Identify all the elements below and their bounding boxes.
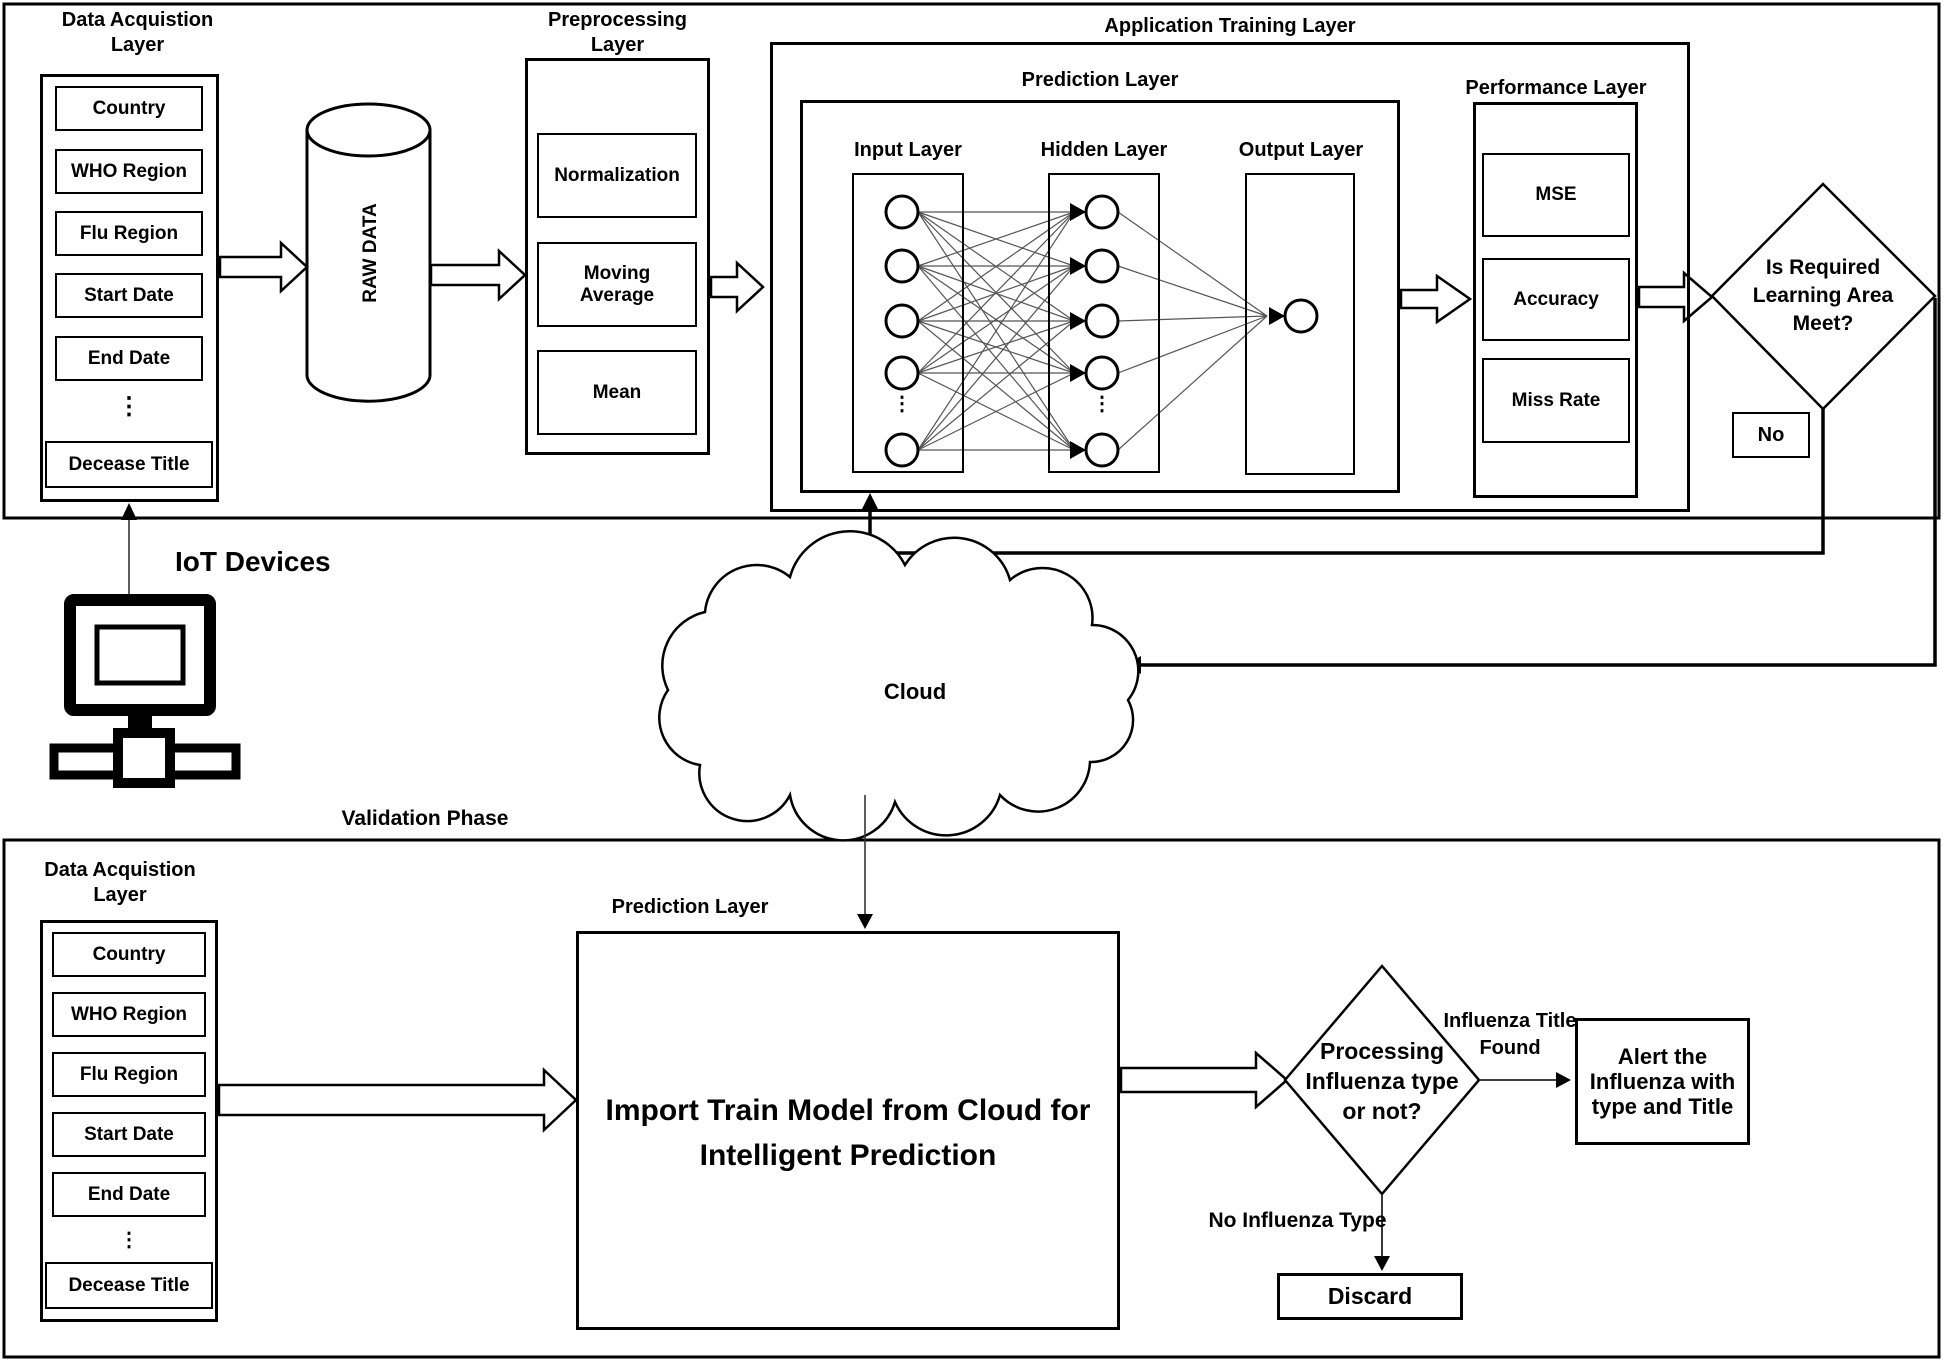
field-end-date-training: End Date — [55, 336, 203, 381]
field-flu-region-validation: Flu Region — [52, 1052, 206, 1097]
output-layer-title: Output Layer — [1238, 139, 1364, 161]
prediction-layer-title-training: Prediction Layer — [1021, 69, 1179, 91]
prediction-layer-title-validation: Prediction Layer — [611, 896, 769, 918]
preprocessing-title: Preprocessing Layer — [548, 9, 687, 56]
learning-decision-diamond — [1710, 182, 1937, 411]
validation-phase-frame — [2, 838, 1941, 1359]
prediction-layer-box-validation — [576, 931, 1120, 1330]
field-start-date-training: Start Date — [55, 273, 203, 318]
field-who-region-validation: WHO Region — [52, 992, 206, 1037]
preprocessing-moving-average: Moving Average — [537, 242, 697, 327]
field-decease-title-training: Decease Title — [45, 441, 213, 488]
arrow-performance-to-decision — [1637, 270, 1714, 324]
output-layer-box — [1245, 173, 1355, 475]
no-label-box: No — [1732, 412, 1810, 458]
ellipsis-training: ⋮ — [117, 393, 141, 420]
input-layer-ellipsis: ⋮ — [892, 393, 912, 415]
field-end-date-validation: End Date — [52, 1172, 206, 1217]
input-layer-nodes — [884, 194, 920, 468]
hidden-node-arrowheads — [1070, 203, 1086, 459]
arrow-dataacq-to-prediction-validation — [217, 1067, 578, 1133]
alert-influenza-box: Alert the Influenza with type and Title — [1575, 1018, 1750, 1145]
output-layer-node — [1283, 298, 1319, 334]
data-acquisition-container-validation — [40, 920, 218, 1322]
performance-miss-rate: Miss Rate — [1482, 358, 1630, 443]
performance-layer-title: Performance Layer — [1465, 77, 1647, 99]
preprocessing-normalization: Normalization — [537, 133, 697, 218]
cloud-to-prediction-path — [857, 795, 873, 929]
influenza-title-found-label: Influenza Title Found — [1443, 1010, 1577, 1059]
cloud-label: Cloud — [883, 679, 947, 704]
iot-computer-icon — [49, 503, 241, 788]
output-node-arrowhead — [1269, 307, 1285, 325]
performance-mse: MSE — [1482, 153, 1630, 237]
cloud-shape — [658, 530, 1140, 842]
hidden-layer-title: Hidden Layer — [1040, 139, 1168, 161]
field-decease-title-validation: Decease Title — [45, 1262, 213, 1309]
hidden-to-output-links — [1117, 211, 1268, 451]
arrow-preprocessing-to-training — [709, 260, 765, 314]
hidden-layer-box — [1048, 173, 1160, 473]
hidden-layer-nodes — [1084, 194, 1120, 468]
validation-phase-title: Validation Phase — [341, 807, 509, 830]
prediction-layer-box-training — [800, 100, 1400, 493]
no-feedback-path — [861, 409, 1825, 555]
data-acquisition-title-validation: Data Acquistion Layer — [44, 859, 196, 906]
arrow-prediction-to-decision-validation — [1119, 1050, 1289, 1110]
influenza-decision-text: Processing Influenza type or not? — [1305, 1038, 1459, 1124]
hidden-layer-ellipsis: ⋮ — [1092, 393, 1112, 415]
field-country-validation: Country — [52, 932, 206, 977]
field-who-region-training: WHO Region — [55, 149, 203, 194]
learning-decision-text: Is Required Learning Area Meet? — [1752, 256, 1894, 335]
preprocessing-container — [525, 58, 710, 455]
arrow-dataacq-to-rawdata — [218, 240, 309, 294]
application-training-layer-title: Application Training Layer — [1104, 15, 1356, 37]
field-country-training: Country — [55, 86, 203, 131]
decision-to-alert-path — [1479, 1072, 1571, 1088]
discard-box: Discard — [1277, 1273, 1463, 1320]
field-start-date-validation: Start Date — [52, 1112, 206, 1157]
input-layer-title: Input Layer — [854, 139, 962, 161]
preprocessing-mean: Mean — [537, 350, 697, 435]
raw-data-label: RAW DATA — [360, 203, 381, 303]
data-acquisition-container-training — [40, 74, 219, 502]
decision-to-discard-path — [1374, 1194, 1390, 1271]
application-training-layer-box — [770, 42, 1690, 512]
performance-accuracy: Accuracy — [1482, 258, 1630, 341]
arrow-rawdata-to-preprocessing — [429, 248, 527, 302]
ellipsis-validation: ⋮ — [119, 1229, 139, 1251]
raw-data-cylinder: RAW DATA — [305, 102, 432, 403]
arrow-prediction-to-performance — [1399, 273, 1473, 325]
input-layer-box — [852, 173, 964, 473]
no-influenza-type-label: No Influenza Type — [1208, 1209, 1387, 1232]
iot-devices-label: IoT Devices — [175, 546, 331, 577]
data-acquisition-title-training: Data Acquistion Layer — [61, 9, 214, 56]
training-phase-frame — [2, 2, 1941, 520]
import-train-model-text: Import Train Model from Cloud for Intell… — [605, 1094, 1091, 1172]
field-flu-region-training: Flu Region — [55, 211, 203, 256]
performance-layer-box — [1473, 102, 1638, 498]
